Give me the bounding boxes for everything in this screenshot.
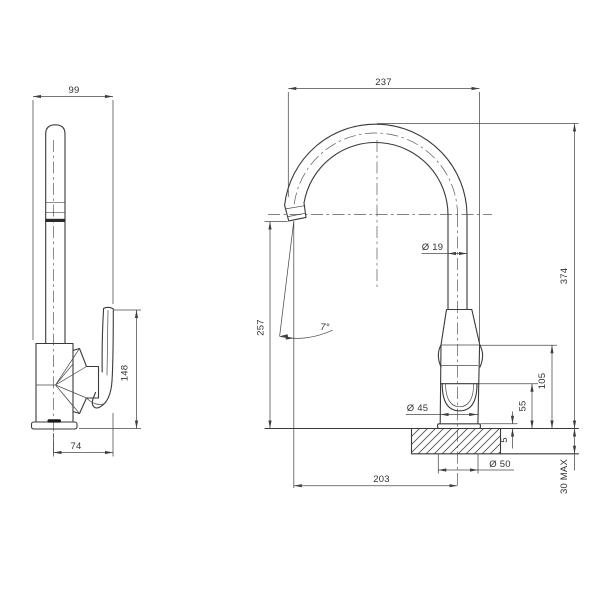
front-view: 7° 237 <box>256 77 580 494</box>
spout-outlet <box>284 202 307 222</box>
dim-side-center-to-handle: 74 <box>53 413 114 457</box>
dim-body-diameter: Ø 45 <box>406 403 478 417</box>
dim-handle-pivot-height: 55 <box>479 383 538 429</box>
side-handle-underside <box>86 397 106 405</box>
dim-overall-width-label: 237 <box>375 77 391 88</box>
dim-spout-angle-label: 7° <box>320 322 329 333</box>
dim-base-plate-height: 5 <box>480 411 518 449</box>
base-plate-front <box>437 423 481 430</box>
side-spout-collar-lines <box>45 202 66 214</box>
dim-side-center-to-handle-label: 74 <box>71 441 82 452</box>
side-base-plate <box>30 421 78 430</box>
gooseneck-inner <box>303 141 449 311</box>
side-handle-lever <box>91 306 114 409</box>
dim-max-counter-thickness-label: 30 MAX <box>559 459 570 494</box>
dim-outlet-height-label: 257 <box>256 319 267 335</box>
side-cartridge-cap <box>72 347 100 415</box>
dim-overall-height: 374 <box>377 123 579 429</box>
counter-cross-section <box>264 427 580 455</box>
dim-spout-tube-diameter: Ø 19 <box>421 242 467 256</box>
side-spout-tube <box>45 124 66 345</box>
dim-base-plate-height-label: 5 <box>499 437 510 442</box>
dim-spout-tube-diameter-label: Ø 19 <box>422 242 443 253</box>
dim-max-counter-thickness: 30 MAX <box>559 428 577 494</box>
front-spout-center-arc <box>293 132 458 216</box>
counter-hatch <box>411 428 501 454</box>
dim-body-diameter-label: Ø 45 <box>407 403 428 414</box>
dim-outlet-height: 257 <box>256 221 288 429</box>
dim-side-width-label: 99 <box>69 85 80 96</box>
dim-handle-pivot-height-label: 55 <box>518 401 529 412</box>
side-body <box>35 342 74 423</box>
dim-spout-reach: 203 <box>293 474 458 488</box>
side-cap-facet-lines <box>35 348 87 414</box>
gooseneck-outer <box>284 123 468 311</box>
dim-body-shoulder-height-label: 105 <box>537 373 548 389</box>
brand-mark <box>47 419 61 423</box>
handle-loop-front <box>441 383 478 412</box>
dim-side-handle-height: 148 <box>79 309 141 429</box>
dim-spout-reach-label: 203 <box>373 474 389 485</box>
dim-mounting-hole-diameter: Ø 50 <box>438 459 514 472</box>
dim-overall-width: 237 <box>287 77 480 344</box>
dim-mounting-hole-diameter-label: Ø 50 <box>489 459 510 470</box>
dim-spout-angle: 7° <box>279 220 333 488</box>
side-view: 99 148 74 <box>30 85 141 457</box>
side-handle-edge-line <box>106 310 109 376</box>
dim-body-shoulder-height: 105 <box>480 344 557 429</box>
dim-side-width: 99 <box>32 85 114 340</box>
dim-overall-height-label: 374 <box>559 268 570 284</box>
side-spout-joint-band <box>45 218 66 222</box>
dim-side-handle-height-label: 148 <box>120 365 131 381</box>
body-front <box>437 308 484 425</box>
